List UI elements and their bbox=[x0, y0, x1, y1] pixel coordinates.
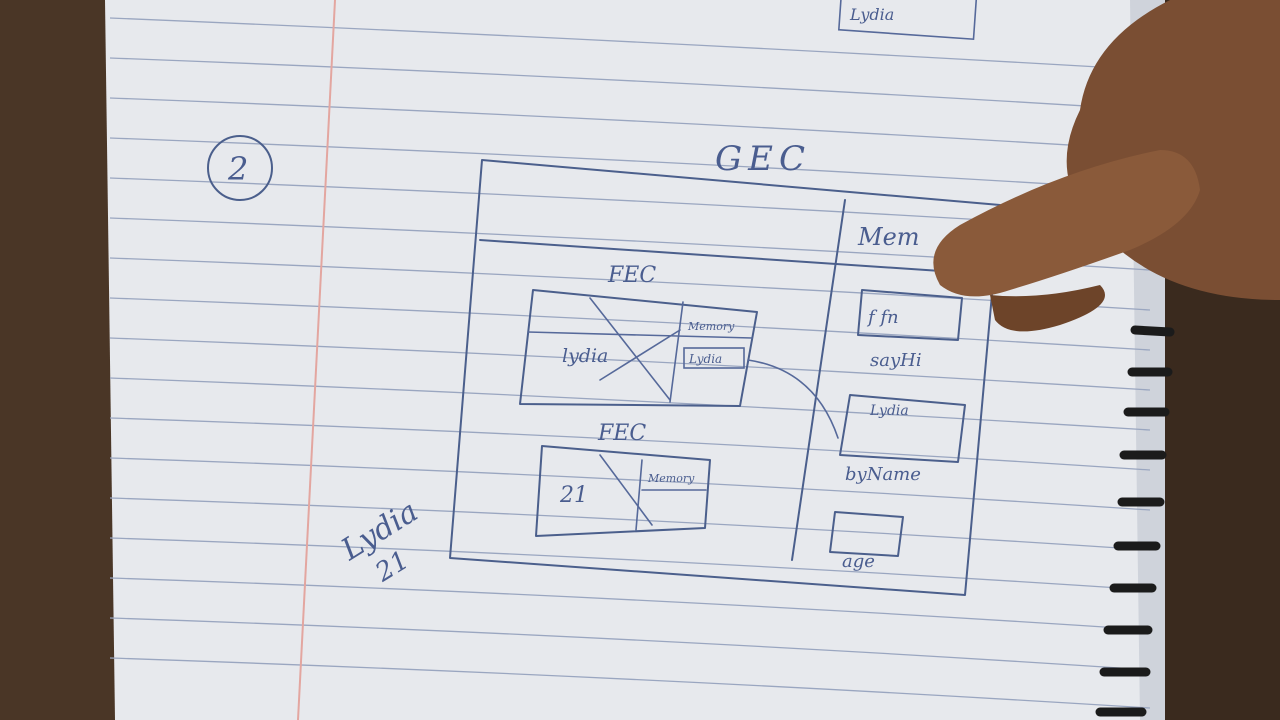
memory-header: Mem bbox=[857, 223, 920, 251]
gec-header-divider bbox=[479, 239, 1001, 276]
memory-box-3 bbox=[829, 511, 904, 557]
memory-box-3-label: age bbox=[842, 551, 875, 572]
fec-1-divider-h bbox=[527, 331, 753, 339]
fec-1-lydia-ref-box bbox=[683, 347, 745, 369]
fec-1-cell-text: lydia bbox=[562, 345, 608, 367]
memory-box-2 bbox=[839, 394, 966, 463]
fec-2-cell-text: 21 bbox=[559, 483, 588, 508]
fec-2-label: FEC bbox=[597, 421, 646, 446]
memory-box-2-text: Lydia bbox=[869, 403, 909, 419]
gec-frame bbox=[449, 159, 1001, 596]
fec-1-label: FEC bbox=[607, 263, 656, 288]
fec-1-divider-v bbox=[669, 301, 684, 403]
top-scribble-box bbox=[837, 0, 978, 41]
circled-number-ring bbox=[207, 135, 273, 201]
memory-box-2-label: byName bbox=[845, 464, 921, 485]
fec-2-frame bbox=[535, 445, 711, 537]
memory-box-1-label: sayHi bbox=[870, 350, 922, 371]
fingertip-shade bbox=[990, 285, 1105, 332]
fec-2-divider-v bbox=[635, 459, 643, 531]
margin-line bbox=[297, 0, 336, 720]
hand-photo bbox=[933, 0, 1280, 332]
memory-box-1-text: f fn bbox=[866, 307, 899, 328]
spiral-binding bbox=[1095, 325, 1175, 717]
gec-label: GEC bbox=[715, 139, 811, 179]
fec-1-lydia-ref: Lydia bbox=[688, 352, 722, 366]
ruled-lines bbox=[109, 17, 1151, 709]
finger bbox=[933, 150, 1200, 297]
top-scribble-text: Lydia bbox=[849, 5, 894, 24]
circled-number: 2 bbox=[227, 150, 248, 188]
fec-1-cross-a bbox=[589, 297, 671, 401]
fec-1-memory-ref: Memory bbox=[687, 320, 735, 333]
fec-1-cross-b bbox=[599, 329, 681, 381]
fec-2-memory-ref: Memory bbox=[647, 472, 695, 485]
reference-arrow bbox=[747, 359, 839, 439]
memory-box-1 bbox=[857, 289, 963, 341]
fec-2-cross bbox=[599, 454, 653, 526]
memory-column-divider bbox=[791, 199, 846, 561]
